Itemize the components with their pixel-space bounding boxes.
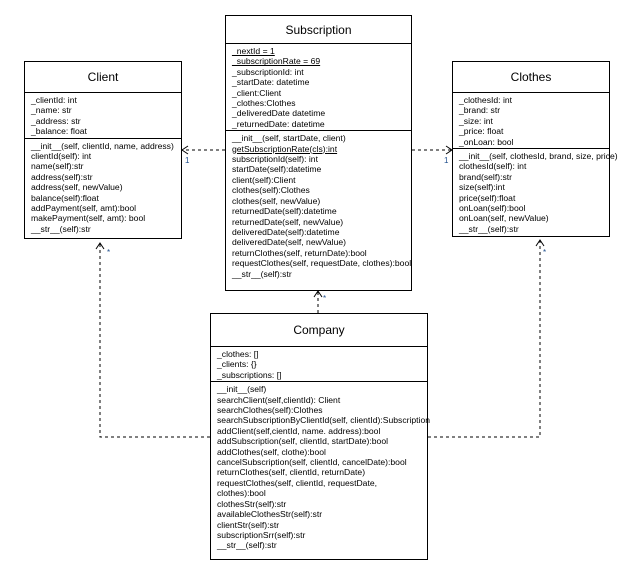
- method-item: __str__(self):str: [217, 540, 277, 551]
- attribute-item: _nextId = 1: [232, 46, 275, 56]
- method-item: addSubscription(self, clientId, startDat…: [217, 436, 389, 447]
- company-clothes-line: [428, 240, 541, 438]
- attribute-item: _startDate: datetime: [232, 77, 310, 88]
- class-name: Subscription: [226, 16, 411, 44]
- attribute-item: _clothesId: int: [459, 95, 513, 105]
- method-item: __str__(self):str: [31, 223, 91, 234]
- method-item: addClothes(self, clothe):bool: [217, 446, 326, 457]
- attribute-item: _address: str: [31, 115, 81, 126]
- method-item: cancelSubscription(self, clientId, cance…: [217, 457, 407, 468]
- company-client-line: [99, 243, 210, 438]
- class-name: Client: [25, 62, 181, 93]
- arrow-company-clothes: [535, 239, 545, 247]
- class-subscription[interactable]: Subscription _nextId = 1_subscriptionRat…: [225, 15, 412, 291]
- methods-section: __init__(self)searchClient(self,clientId…: [211, 382, 431, 551]
- method-item: balance(self):float: [31, 192, 99, 203]
- attribute-item: _size: int: [459, 115, 493, 126]
- class-company[interactable]: Company _clothes: []_clients: {}_subscri…: [210, 313, 431, 560]
- attribute-item: _client:Client: [232, 87, 282, 98]
- method-item: getSubscriptionRate(cls):int: [232, 143, 338, 154]
- method-item: client(self):Client: [232, 174, 296, 185]
- attribute-item: _clientId: int: [31, 95, 77, 105]
- attribute-item: _subscriptions: []: [217, 369, 282, 380]
- class-name: Company: [211, 314, 427, 347]
- attributes-section: _clothesId: int_brand: str_size: int_pri…: [453, 93, 609, 150]
- method-item: clothes):bool: [217, 488, 266, 499]
- attribute-item: _price: float: [459, 126, 504, 137]
- multiplicity-sub-clothes: 1: [444, 156, 449, 165]
- arrow-company-client: [95, 242, 105, 250]
- attribute-item: _subscriptionRate = 69: [232, 56, 321, 67]
- attribute-item: _deliveredDate datetime: [232, 108, 326, 119]
- method-item: requestClothes(self, requestDate, clothe…: [232, 258, 412, 269]
- class-client[interactable]: Client _clientId: int_name: str_address:…: [24, 61, 182, 239]
- method-item: deliveredDate(self):datetime: [232, 226, 340, 237]
- method-item: onLoan(self):bool: [459, 203, 526, 214]
- attribute-item: _onLoan: bool: [459, 136, 514, 147]
- class-name: Clothes: [453, 62, 609, 93]
- method-item: returnClothes(self, clientId, returnDate…: [217, 467, 366, 478]
- multiplicity-sub-client: 1: [185, 156, 190, 165]
- attribute-item: _subscriptionId: int: [232, 66, 304, 77]
- method-item: returnedDate(self, newValue): [232, 216, 344, 227]
- attribute-item: _clothes:Clothes: [232, 98, 296, 109]
- attribute-item: _name: str: [31, 105, 72, 116]
- attribute-item: _balance: float: [31, 126, 87, 137]
- arrow-sub: [313, 290, 323, 298]
- attribute-item: _brand: str: [459, 105, 501, 116]
- attribute-item: _returnedDate: datetime: [232, 118, 325, 129]
- method-item: returnClothes(self, returnDate):bool: [232, 247, 367, 258]
- method-item: size(self):int: [459, 182, 505, 193]
- method-item: __init__(self, clientId, name, address): [31, 140, 174, 151]
- methods-section: __init__(self, startDate, client)getSubs…: [226, 131, 411, 279]
- method-item: returnedDate(self):datetime: [232, 206, 337, 217]
- attribute-item: _clients: {}: [217, 359, 257, 370]
- method-item: clothesId(self): int: [459, 161, 527, 172]
- method-item: brand(self):str: [459, 171, 513, 182]
- method-item: searchClient(self,clientId): Client: [217, 394, 341, 405]
- class-clothes[interactable]: Clothes _clothesId: int_brand: str_size:…: [452, 61, 618, 237]
- multiplicity-company-clothes: *: [543, 248, 547, 257]
- attribute-item: _clothes: []: [217, 349, 259, 359]
- method-item: __init__(self, clothesId, brand, size, p…: [459, 151, 618, 162]
- method-item: __init__(self): [217, 384, 267, 395]
- method-item: startDate(self):datetime: [232, 164, 322, 175]
- method-item: clothes(self, newValue): [232, 195, 321, 206]
- arrow-client: [181, 145, 189, 155]
- methods-section: __init__(self, clientId, name, address)c…: [25, 139, 181, 235]
- method-item: addClient(self,cientId, name. address):b…: [217, 425, 381, 436]
- multiplicity-company-sub: *: [323, 294, 327, 303]
- method-item: subscriptionSrr(self):str: [217, 529, 306, 540]
- attributes-section: _clothes: []_clients: {}_subscriptions: …: [211, 347, 427, 383]
- method-item: address(self, newValue): [31, 182, 123, 193]
- method-item: onLoan(self, newValue): [459, 213, 549, 224]
- method-item: clothesStr(self):str: [217, 498, 287, 509]
- multiplicity-company-client: *: [107, 248, 111, 257]
- method-item: address(self):str: [31, 171, 93, 182]
- method-item: __str__(self):str: [232, 268, 292, 279]
- method-item: clothes(self):Clothes: [232, 185, 310, 196]
- method-item: makePayment(self, amt): bool: [31, 213, 146, 224]
- method-item: availableClothesStr(self):str: [217, 509, 323, 520]
- attributes-section: _nextId = 1_subscriptionRate = 69_subscr…: [226, 44, 411, 132]
- method-item: __str__(self):str: [459, 223, 519, 234]
- method-item: requestClothes(self, clientId, requestDa…: [217, 477, 378, 488]
- method-item: name(self):str: [31, 161, 84, 172]
- method-item: addPayment(self, amt):bool: [31, 203, 137, 214]
- method-item: __init__(self, startDate, client): [232, 133, 346, 144]
- method-item: clientId(self): int: [31, 151, 92, 162]
- method-item: clientStr(self):str: [217, 519, 280, 530]
- attributes-section: _clientId: int_name: str_address: str_ba…: [25, 93, 181, 139]
- methods-section: __init__(self, clothesId, brand, size, p…: [453, 149, 618, 234]
- method-item: searchClothes(self):Clothes: [217, 405, 323, 416]
- method-item: subscriptionId(self): int: [232, 154, 318, 165]
- method-item: searchSubscriptionByClientId(self, clien…: [217, 415, 431, 426]
- method-item: price(self):float: [459, 192, 516, 203]
- method-item: deliveredDate(self, newValue): [232, 237, 347, 248]
